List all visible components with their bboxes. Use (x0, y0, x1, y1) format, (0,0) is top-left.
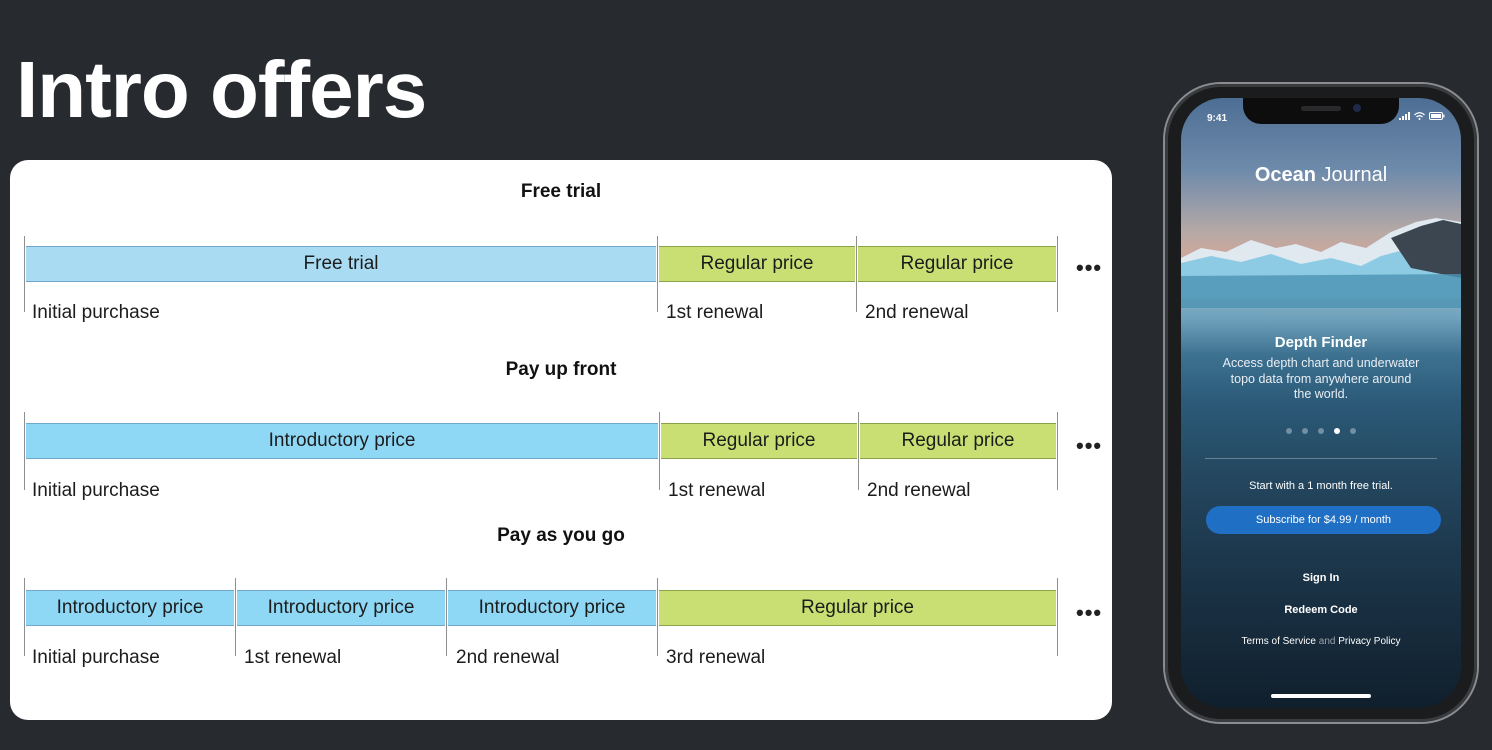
divider (1205, 458, 1437, 459)
timeline-divider (657, 236, 658, 312)
continuation-ellipsis: ••• (1076, 433, 1103, 458)
page-indicator[interactable] (1181, 428, 1461, 434)
timeline-divider (24, 236, 25, 312)
timeline-label: Initial purchase (32, 302, 160, 323)
timeline-label: 1st renewal (668, 480, 766, 501)
legal-links: Terms of Service and Privacy Policy (1181, 636, 1461, 647)
timeline-divider (446, 578, 447, 656)
iphone-mockup: 9:41 Ocean Journal Depth Finder Access d… (1165, 84, 1477, 722)
bar-introductory-price: Introductory price (237, 590, 445, 626)
bar-regular-price: Regular price (661, 423, 857, 459)
bar-free-trial: Free trial (26, 246, 656, 282)
section-title-free-trial: Free trial (520, 181, 602, 202)
redeem-code-link[interactable]: Redeem Code (1284, 604, 1358, 616)
continuation-ellipsis: ••• (1076, 255, 1103, 280)
timeline-label: Initial purchase (32, 480, 160, 501)
bar-introductory-price: Introductory price (448, 590, 656, 626)
app-name-bold: Ocean (1254, 164, 1316, 186)
home-indicator[interactable] (1271, 694, 1371, 698)
phone-notch (1243, 98, 1399, 124)
signal-icon (1399, 112, 1410, 120)
bar-introductory-price: Introductory price (26, 590, 234, 626)
timeline-label: 2nd renewal (456, 647, 560, 668)
app-name: Ocean Journal (1181, 164, 1461, 187)
timeline-divider (1057, 578, 1058, 656)
timeline-divider (235, 578, 236, 656)
feature-title: Depth Finder (1274, 334, 1368, 351)
timeline-divider (24, 412, 25, 490)
timeline-label: Initial purchase (32, 647, 160, 668)
speaker (1301, 106, 1341, 111)
status-time: 9:41 (1207, 113, 1228, 124)
privacy-link[interactable]: Privacy Policy (1338, 636, 1401, 647)
feature-description: Access depth chart and underwater topo d… (1222, 356, 1420, 401)
bar-regular-price: Regular price (659, 590, 1056, 626)
battery-icon (1429, 112, 1445, 120)
section-title-pay-up-front: Pay up front (505, 359, 617, 380)
wifi-icon (1414, 112, 1425, 120)
timeline-divider (657, 578, 658, 656)
glacier-image (1181, 218, 1461, 308)
front-camera (1353, 104, 1361, 112)
page-dot[interactable] (1302, 428, 1308, 434)
bar-regular-price: Regular price (858, 246, 1056, 282)
status-icons (1399, 112, 1445, 120)
timeline-label: 2nd renewal (865, 302, 969, 323)
page-dot[interactable] (1286, 428, 1292, 434)
page-dot-active[interactable] (1334, 428, 1340, 434)
timeline-divider (1057, 236, 1058, 312)
trial-text: Start with a 1 month free trial. (1249, 480, 1393, 492)
bar-regular-price: Regular price (860, 423, 1056, 459)
subscribe-button[interactable]: Subscribe for $4.99 / month (1206, 506, 1441, 534)
sign-in-link[interactable]: Sign In (1302, 572, 1340, 584)
timeline-divider (856, 236, 857, 312)
section-title-pay-as-you-go: Pay as you go (497, 525, 625, 546)
timeline-divider (858, 412, 859, 490)
timeline-divider (1057, 412, 1058, 490)
page-dot[interactable] (1350, 428, 1356, 434)
page-title: Intro offers (16, 45, 427, 134)
bar-regular-price: Regular price (659, 246, 855, 282)
terms-link[interactable]: Terms of Service (1241, 636, 1316, 647)
app-name-light: Journal (1316, 164, 1388, 186)
and-text: and (1318, 636, 1336, 647)
continuation-ellipsis: ••• (1076, 600, 1103, 625)
timeline-divider (659, 412, 660, 490)
page-dot[interactable] (1318, 428, 1324, 434)
timeline-label: 1st renewal (666, 302, 764, 323)
timeline-label: 3rd renewal (666, 647, 766, 668)
intro-offers-diagram: Free trial Free trial Regular price Regu… (10, 160, 1112, 720)
timeline-divider (24, 578, 25, 656)
timeline-label: 2nd renewal (867, 480, 971, 501)
phone-screen: 9:41 Ocean Journal Depth Finder Access d… (1181, 98, 1461, 708)
timeline-label: 1st renewal (244, 647, 342, 668)
bar-introductory-price: Introductory price (26, 423, 658, 459)
